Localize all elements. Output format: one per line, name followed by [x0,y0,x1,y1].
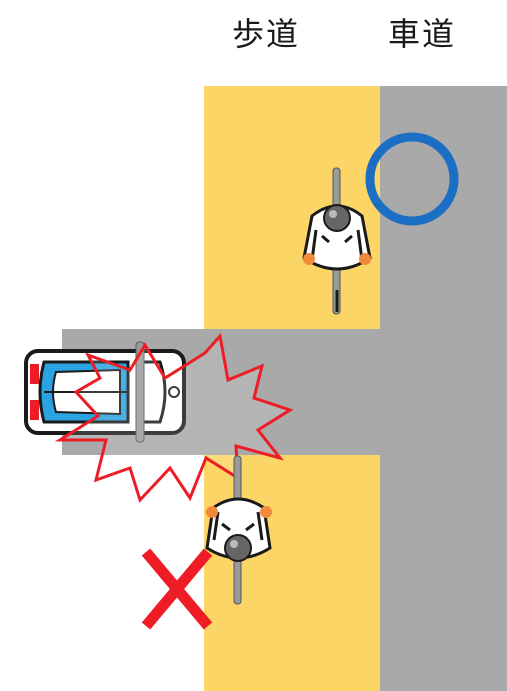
ng-cross-mark [146,552,208,626]
roadway-lane [380,86,507,691]
